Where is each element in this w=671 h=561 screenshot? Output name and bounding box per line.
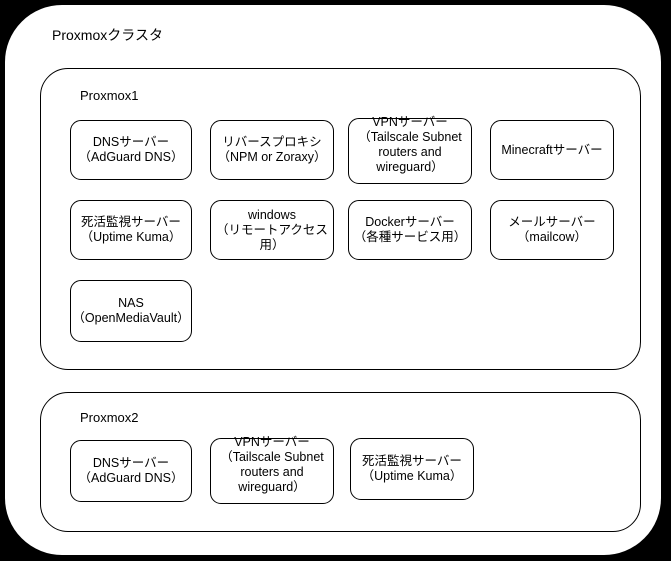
server-uptime-kuma-label: 死活監視サーバー （Uptime Kuma）: [80, 215, 182, 244]
server-nas-openmediavault-label: NAS （OpenMediaVault）: [72, 296, 190, 325]
server-vpn-2-label: VPNサーバー （Tailscale Subnet routers and wi…: [220, 434, 324, 494]
server-windows-remote-label: windows （リモートアクセス 用）: [216, 207, 328, 252]
proxmox-cluster-container: Proxmoxクラスタ Proxmox1 DNSサーバー （AdGuard DN…: [4, 4, 662, 556]
server-vpn: VPNサーバー （Tailscale Subnet routers and wi…: [348, 114, 472, 184]
server-dns-adguard-label: DNSサーバー （AdGuard DNS）: [78, 135, 184, 164]
server-uptime-kuma-2: 死活監視サーバー （Uptime Kuma）: [350, 438, 474, 500]
group-proxmox2: Proxmox2 DNSサーバー （AdGuard DNS） VPNサーバー （…: [40, 392, 641, 532]
server-minecraft: Minecraftサーバー: [490, 120, 614, 180]
server-minecraft-label: Minecraftサーバー: [501, 142, 603, 157]
server-dns-adguard-2: DNSサーバー （AdGuard DNS）: [70, 440, 192, 502]
cluster-title: Proxmoxクラスタ: [52, 27, 163, 43]
server-reverse-proxy: リバースプロキシ （NPM or Zoraxy）: [210, 120, 334, 180]
server-dns-adguard: DNSサーバー （AdGuard DNS）: [70, 120, 192, 180]
group-proxmox2-label: Proxmox2: [80, 410, 139, 425]
server-mailcow-label: メールサーバー （mailcow）: [508, 215, 596, 244]
server-dns-adguard-2-label: DNSサーバー （AdGuard DNS）: [78, 456, 184, 485]
group-proxmox1-label: Proxmox1: [80, 88, 139, 103]
server-mailcow: メールサーバー （mailcow）: [490, 200, 614, 260]
group-proxmox1: Proxmox1 DNSサーバー （AdGuard DNS） リバースプロキシ …: [40, 68, 641, 370]
server-windows-remote: windows （リモートアクセス 用）: [210, 200, 334, 260]
server-vpn-2: VPNサーバー （Tailscale Subnet routers and wi…: [210, 434, 334, 504]
server-reverse-proxy-label: リバースプロキシ （NPM or Zoraxy）: [217, 135, 327, 164]
server-vpn-label: VPNサーバー （Tailscale Subnet routers and wi…: [358, 114, 462, 174]
server-docker-label: Dockerサーバー （各種サービス用）: [353, 215, 467, 244]
server-docker: Dockerサーバー （各種サービス用）: [348, 200, 472, 260]
server-uptime-kuma: 死活監視サーバー （Uptime Kuma）: [70, 200, 192, 260]
server-nas-openmediavault: NAS （OpenMediaVault）: [70, 280, 192, 342]
server-uptime-kuma-2-label: 死活監視サーバー （Uptime Kuma）: [361, 454, 463, 483]
